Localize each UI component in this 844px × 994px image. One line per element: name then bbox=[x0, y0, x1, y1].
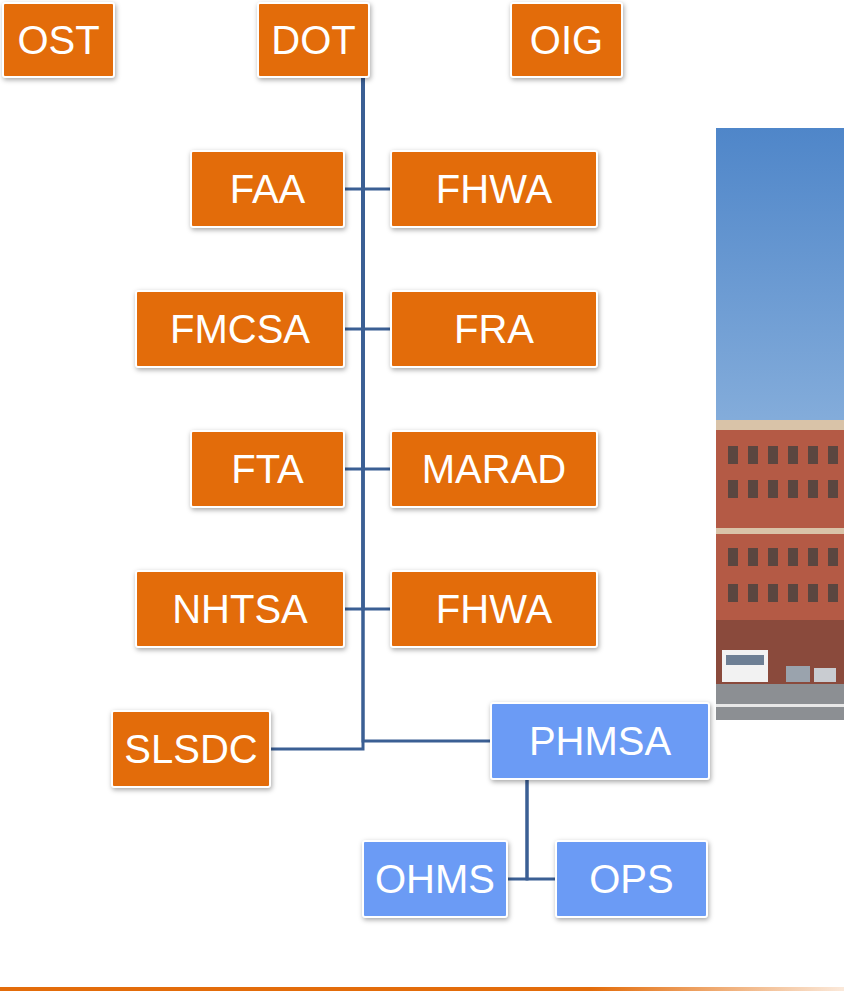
agency-label: OST bbox=[17, 20, 99, 60]
org-connector bbox=[363, 78, 390, 609]
agency-label: NHTSA bbox=[172, 589, 308, 629]
footer-rule bbox=[0, 984, 844, 994]
org-connector bbox=[345, 78, 363, 469]
agency-box: FTA bbox=[190, 430, 345, 508]
agency-box: PHMSA bbox=[490, 702, 710, 780]
agency-label: MARAD bbox=[422, 449, 566, 489]
org-connector bbox=[527, 780, 555, 879]
agency-box: FRA bbox=[390, 290, 598, 368]
org-connector bbox=[345, 78, 363, 329]
agency-box: OIG bbox=[510, 2, 623, 78]
agency-label: FMCSA bbox=[170, 309, 310, 349]
agency-label: PHMSA bbox=[529, 721, 671, 761]
agency-box: SLSDC bbox=[111, 710, 271, 788]
org-connector bbox=[363, 78, 390, 189]
org-connector bbox=[363, 78, 390, 329]
agency-box: OST bbox=[2, 2, 115, 78]
agency-box: NHTSA bbox=[135, 570, 345, 648]
org-connector bbox=[345, 78, 363, 189]
agency-label: FAA bbox=[230, 169, 306, 209]
agency-box: FHWA bbox=[390, 570, 598, 648]
agency-label: OIG bbox=[530, 20, 603, 60]
agency-box: OPS bbox=[555, 840, 708, 918]
agency-box: FHWA bbox=[390, 150, 598, 228]
agency-label: OPS bbox=[589, 859, 673, 899]
agency-label: FHWA bbox=[436, 169, 552, 209]
org-connector bbox=[363, 78, 390, 469]
agency-label: FTA bbox=[231, 449, 304, 489]
agency-box: OHMS bbox=[362, 840, 508, 918]
agency-box: MARAD bbox=[390, 430, 598, 508]
agency-label: OHMS bbox=[375, 859, 495, 899]
org-connector bbox=[345, 78, 363, 609]
photo-illustration bbox=[716, 128, 844, 720]
agency-label: FRA bbox=[454, 309, 534, 349]
agency-label: DOT bbox=[271, 20, 355, 60]
agency-label: FHWA bbox=[436, 589, 552, 629]
agency-label: SLSDC bbox=[124, 729, 257, 769]
org-connector bbox=[508, 780, 527, 879]
agency-box: FAA bbox=[190, 150, 345, 228]
agency-box: FMCSA bbox=[135, 290, 345, 368]
agency-box: DOT bbox=[257, 2, 370, 78]
